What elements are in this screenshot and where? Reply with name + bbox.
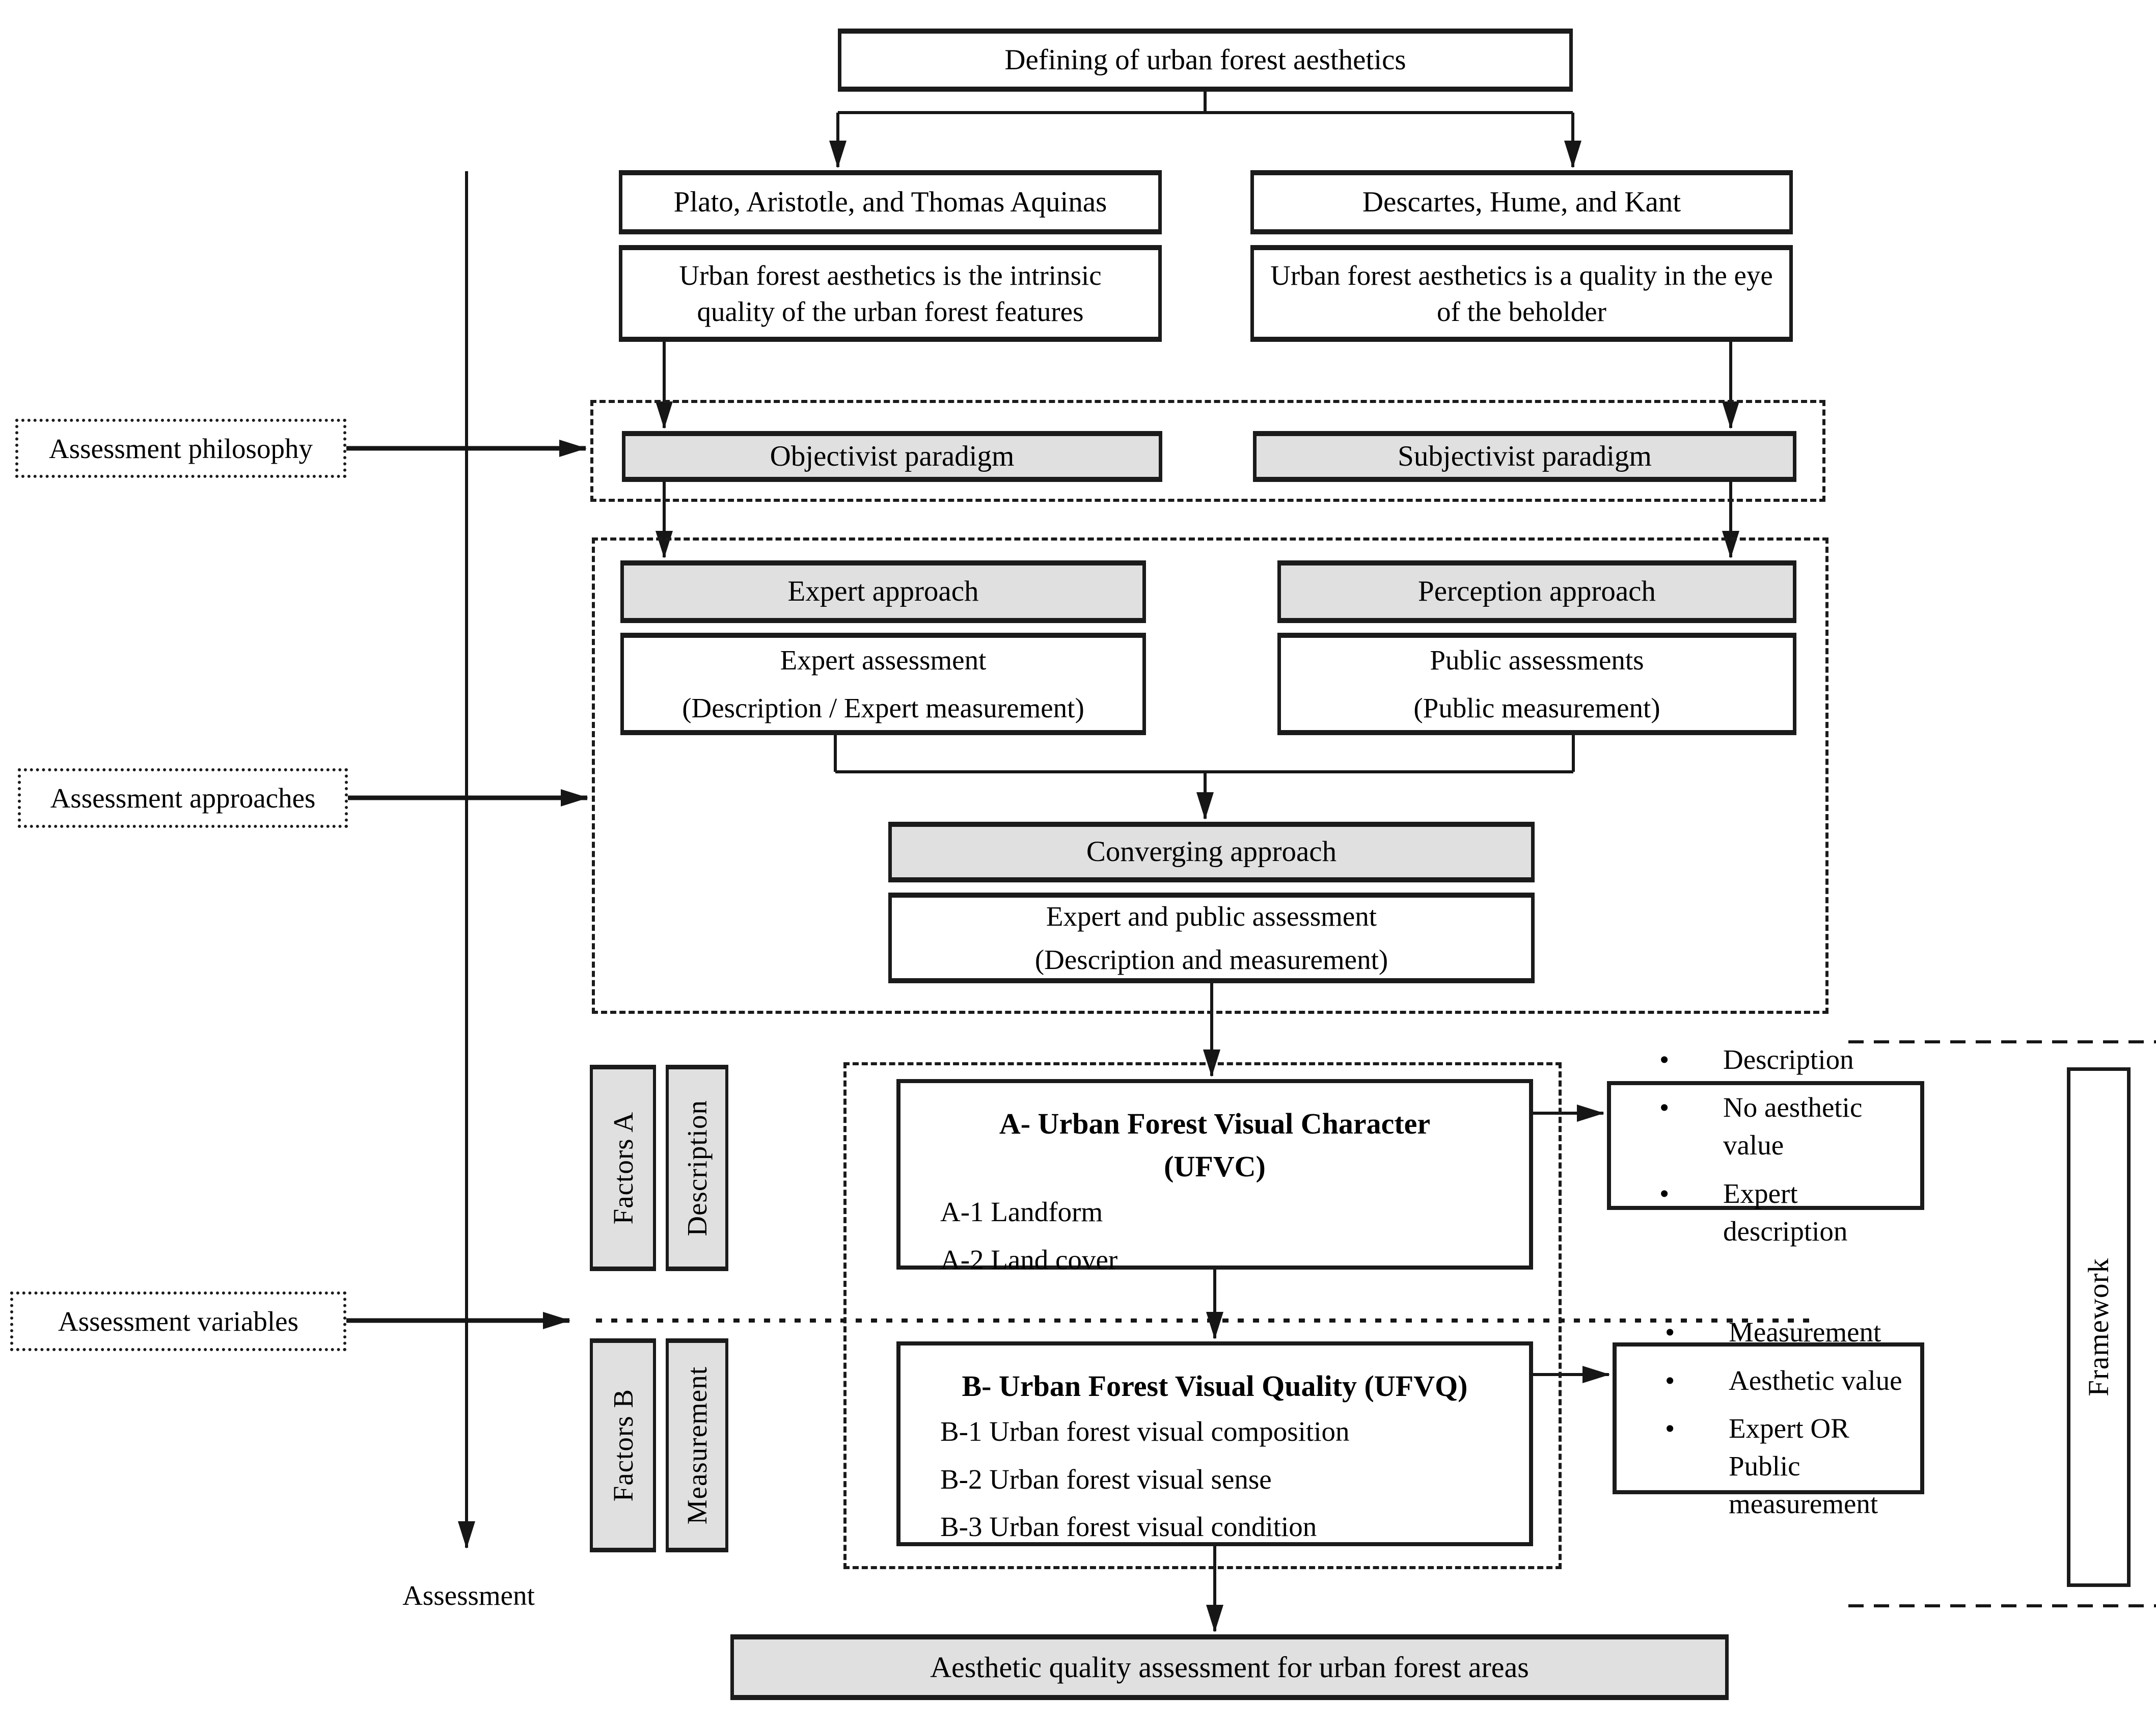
ufvq-item: B-3 Urban forest visual condition [940, 1511, 1317, 1543]
ufvc-title-line1: A- Urban Forest Visual Character [999, 1107, 1431, 1140]
description-column: Description [666, 1065, 728, 1271]
public-assessments-line2: (Public measurement) [1413, 692, 1660, 723]
philosophy-dashed-container [590, 400, 1825, 502]
defining-box: Defining of urban forest aesthetics [838, 29, 1573, 92]
ufvc-title: A- Urban Forest Visual Character (UFVC) [900, 1102, 1529, 1188]
measurement-column: Measurement [666, 1338, 728, 1552]
converging-approach-box: Converging approach [888, 822, 1535, 882]
final-assessment-label: Aesthetic quality assessment for urban f… [930, 1650, 1529, 1684]
definition-left-box: Urban forest aesthetics is the intrinsic… [619, 245, 1162, 342]
expert-public-line1: Expert and public assessment [1046, 900, 1377, 932]
expert-public-assessment-box: Expert and public assessment (Descriptio… [888, 893, 1535, 983]
ufvq-items: B-1 Urban forest visual composition B-2 … [900, 1408, 1529, 1551]
definition-right-text: Urban forest aesthetics is a quality in … [1270, 259, 1773, 328]
public-assessments-line1: Public assessments [1430, 644, 1644, 676]
framework-box: Framework [2067, 1067, 2131, 1587]
approaches-dashed-container [592, 537, 1828, 1014]
bullet-text: Description [1723, 1043, 1854, 1075]
measurement-column-label: Measurement [681, 1366, 713, 1525]
ufvq-title: B- Urban Forest Visual Quality (UFVQ) [900, 1365, 1529, 1408]
bullet-item: Expert description [1659, 1175, 1910, 1251]
assessment-axis-caption: Assessment [357, 1579, 581, 1611]
objectivist-paradigm-box: Objectivist paradigm [622, 431, 1162, 482]
bullet-icon [1659, 1175, 1723, 1213]
converging-approach-label: Converging approach [1086, 836, 1337, 868]
ufvc-items: A-1 Landform A-2 Land cover [900, 1188, 1529, 1283]
assessment-axis-text: Assessment [402, 1580, 535, 1611]
factors-b-column: Factors B [590, 1338, 656, 1552]
definition-left-text: Urban forest aesthetics is the intrinsic… [679, 259, 1102, 328]
defining-box-label: Defining of urban forest aesthetics [1004, 43, 1406, 76]
definition-right-box: Urban forest aesthetics is a quality in … [1250, 245, 1793, 342]
bullet-text: Measurement [1729, 1316, 1881, 1348]
variables-dashed-container [843, 1062, 1562, 1569]
bullet-item: Expert OR Public measurement [1665, 1410, 1910, 1523]
expert-assessment-line2: (Description / Expert measurement) [682, 692, 1084, 723]
ufvc-box: A- Urban Forest Visual Character (UFVC) … [896, 1079, 1533, 1275]
ufvq-title-line1: B- Urban Forest Visual Quality (UFVQ) [962, 1369, 1468, 1403]
assessment-approaches-label: Assessment approaches [18, 768, 348, 828]
ufvq-item: B-2 Urban forest visual sense [940, 1463, 1272, 1495]
philosophers-left-box: Plato, Aristotle, and Thomas Aquinas [619, 170, 1162, 234]
factors-a-label: Factors A [607, 1111, 639, 1225]
assessment-philosophy-label: Assessment philosophy [15, 419, 346, 478]
bullet-text: Expert OR Public measurement [1729, 1412, 1878, 1520]
bullet-item: Description [1659, 1041, 1910, 1079]
bullet-item: Measurement [1665, 1313, 1910, 1351]
factors-b-label: Factors B [607, 1389, 639, 1502]
ufvc-bullets-box: Description No aesthetic value Expert de… [1607, 1044, 1924, 1247]
bullet-text: Expert description [1723, 1177, 1848, 1247]
factors-a-column: Factors A [590, 1065, 656, 1271]
public-assessments-box: Public assessments (Public measurement) [1277, 633, 1796, 735]
bullet-icon [1659, 1041, 1723, 1079]
perception-approach-label: Perception approach [1418, 575, 1656, 608]
subjectivist-paradigm-label: Subjectivist paradigm [1398, 440, 1652, 472]
philosophers-right-label: Descartes, Hume, and Kant [1362, 185, 1681, 218]
expert-assessment-box: Expert assessment (Description / Expert … [620, 633, 1146, 735]
bullet-icon [1665, 1410, 1729, 1447]
subjectivist-paradigm-box: Subjectivist paradigm [1253, 431, 1796, 482]
description-column-label: Description [681, 1099, 713, 1236]
bullet-item: No aesthetic value [1659, 1089, 1910, 1165]
expert-assessment-line1: Expert assessment [780, 644, 987, 676]
bullet-text: No aesthetic value [1723, 1092, 1863, 1161]
ufvc-item: A-2 Land cover [940, 1244, 1118, 1275]
bullet-icon [1665, 1362, 1729, 1399]
bullet-text: Aesthetic value [1729, 1364, 1902, 1396]
bullet-icon [1665, 1313, 1729, 1351]
bullet-icon [1659, 1089, 1723, 1126]
ufvc-item: A-1 Landform [940, 1196, 1103, 1228]
expert-public-line2: (Description and measurement) [1034, 944, 1388, 975]
assessment-variables-label: Assessment variables [10, 1291, 346, 1351]
philosophers-left-label: Plato, Aristotle, and Thomas Aquinas [673, 185, 1107, 218]
ufvq-box: B- Urban Forest Visual Quality (UFVQ) B-… [896, 1341, 1533, 1546]
expert-approach-box: Expert approach [620, 560, 1146, 623]
final-assessment-box: Aesthetic quality assessment for urban f… [730, 1634, 1729, 1700]
assessment-approaches-text: Assessment approaches [50, 783, 316, 814]
expert-approach-label: Expert approach [787, 575, 979, 608]
ufvq-bullets-box: Measurement Aesthetic value Expert OR Pu… [1613, 1316, 1924, 1519]
bullet-item: Aesthetic value [1665, 1362, 1910, 1399]
ufvc-title-line2: (UFVC) [1164, 1150, 1266, 1183]
perception-approach-box: Perception approach [1277, 560, 1796, 623]
framework-label: Framework [2083, 1258, 2115, 1396]
ufvq-item: B-1 Urban forest visual composition [940, 1416, 1350, 1447]
assessment-philosophy-text: Assessment philosophy [49, 433, 313, 464]
philosophers-right-box: Descartes, Hume, and Kant [1250, 170, 1793, 234]
assessment-variables-text: Assessment variables [58, 1306, 298, 1337]
objectivist-paradigm-label: Objectivist paradigm [770, 440, 1015, 472]
